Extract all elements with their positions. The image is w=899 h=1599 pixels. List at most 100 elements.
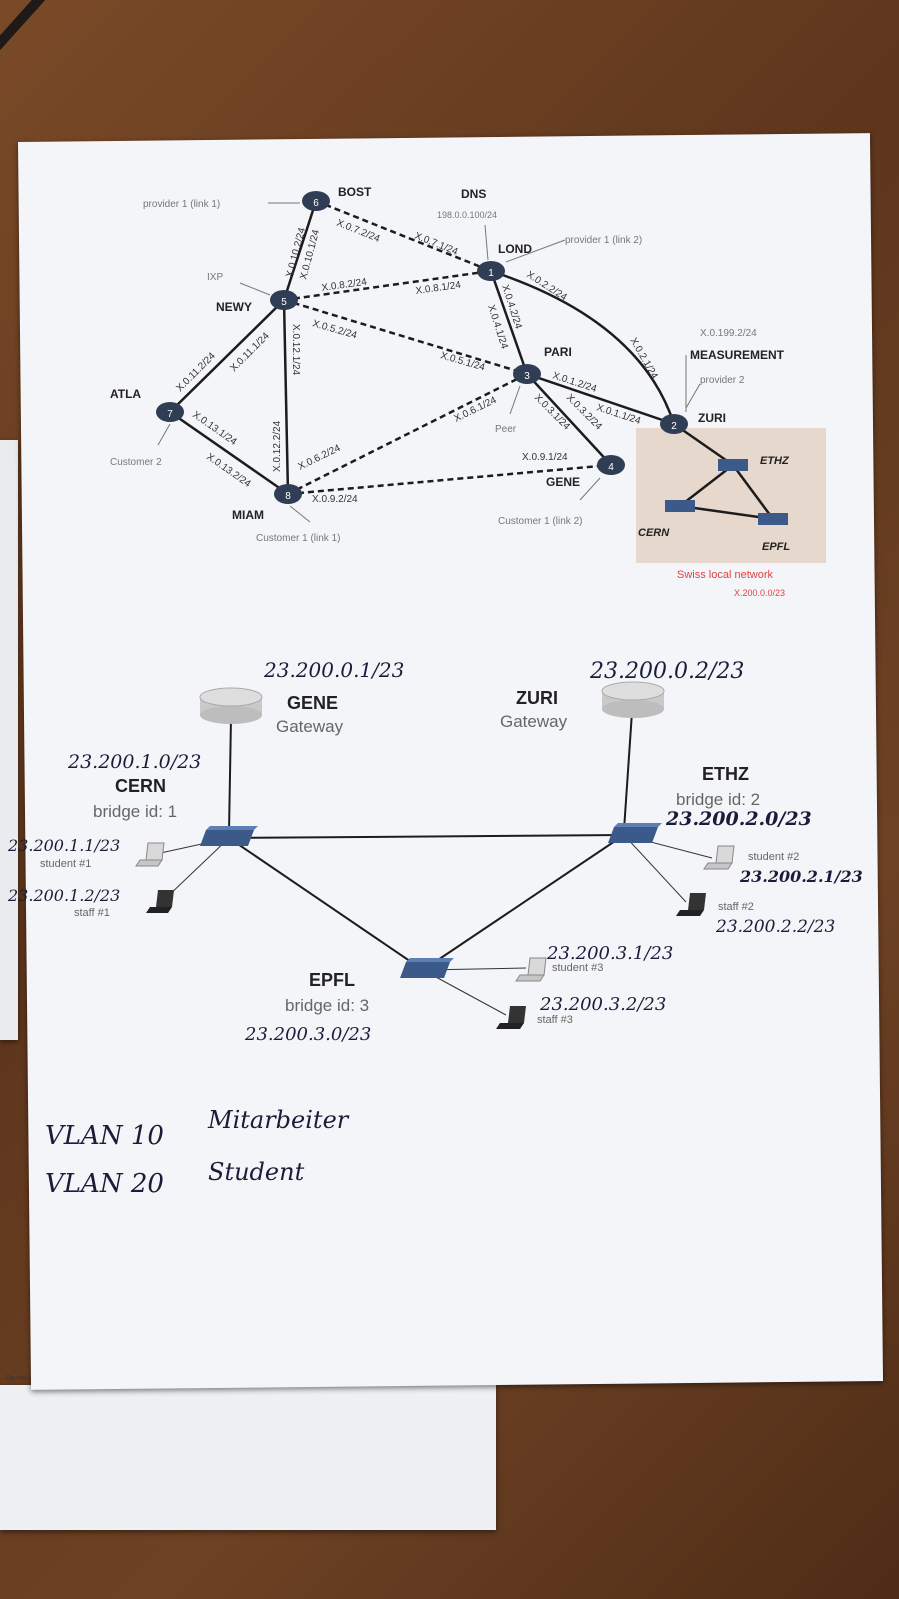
label-zuri: ZURI: [698, 411, 726, 425]
router-gene: 4: [597, 455, 625, 475]
link-label-l15: X.0.12.1/24: [290, 324, 301, 376]
label-customer1-link2: Customer 1 (link 2): [498, 516, 582, 527]
link-zuri-ethz-bottom: [623, 711, 633, 831]
label-provider1-link2: provider 1 (link 2): [565, 235, 642, 246]
hand-vlan20-note: Student: [208, 1158, 305, 1186]
swiss-network-box: [636, 428, 826, 563]
callout-provider1-link2: [505, 239, 566, 263]
link-newy-lond: [283, 269, 492, 302]
svg-text:4: 4: [608, 462, 614, 473]
svg-text:7: 7: [167, 409, 173, 420]
hand-gene-ip: 23.200.0.1/23: [263, 658, 404, 682]
label-provider1-link1: provider 1 (link 1): [143, 199, 220, 210]
link-cern-epfl: [679, 504, 774, 521]
callout-customer1-link1: [289, 505, 311, 523]
link-newy-miam: [282, 299, 290, 495]
label-dns: DNS: [461, 187, 486, 201]
label-customer1-link1: Customer 1 (link 1): [256, 533, 340, 544]
label-bost: BOST: [338, 185, 372, 199]
label-swiss-network: Swiss local network: [677, 569, 773, 581]
label-staff3: staff #3: [537, 1014, 573, 1026]
router-newy: 5: [270, 290, 298, 310]
svg-text:3: 3: [524, 371, 530, 382]
bottom-label-zuri-role: Gateway: [500, 712, 568, 731]
link-label-l6: X.0.8.1/24: [415, 280, 462, 297]
callout-dns: [484, 224, 489, 261]
switch-cern-small: [665, 500, 695, 512]
link-miam-pari: [287, 372, 528, 496]
link-label-l14: X.0.11.1/24: [228, 330, 272, 374]
label-lond: LOND: [498, 242, 532, 256]
laptop-staff2: [676, 893, 706, 916]
bridge-epfl: [400, 958, 454, 978]
link-bost-newy: [282, 200, 318, 301]
bottom-label-cern: CERN: [115, 776, 166, 796]
laptop-student2: [703, 845, 735, 870]
link-cern-epfl: [228, 837, 424, 971]
link-cern-ethz: [228, 834, 625, 839]
bridge-ethz: [608, 823, 662, 843]
link-newy-pari: [283, 298, 528, 376]
gateway-router-gene: [199, 687, 263, 724]
laptop-staff3: [496, 1006, 526, 1029]
bottom-label-zuri: ZURI: [516, 688, 558, 708]
router-bost: 6: [302, 191, 330, 211]
label-measurement-ip: X.0.199.2/24: [700, 328, 757, 339]
label-customer2: Customer 2: [110, 457, 162, 468]
label-pari: PARI: [544, 345, 572, 359]
gateway-router-zuri: [601, 681, 665, 718]
hand-epfl-ip: 23.200.3.0/23: [244, 1024, 371, 1045]
link-newy-atla: [169, 299, 285, 413]
paper-edge: [0, 440, 18, 1040]
bottom-label-gene: GENE: [287, 693, 338, 713]
callout-peer: [509, 385, 521, 415]
router-zuri: 2: [660, 414, 688, 434]
label-peer: Peer: [495, 424, 517, 435]
bottom-label-ethz: ETHZ: [702, 764, 749, 784]
label-newy: NEWY: [216, 300, 252, 314]
svg-text:2: 2: [671, 421, 677, 432]
hand-vlan10: VLAN 10: [45, 1121, 164, 1151]
label-measurement: MEASUREMENT: [690, 348, 785, 362]
hand-vlan20: VLAN 20: [45, 1169, 164, 1199]
bottom-label-gene-role: Gateway: [276, 717, 344, 736]
hand-ethz-ip: 23.200.2.0/23: [665, 808, 812, 830]
hand-zuri-ip: 23.200.0.2/23: [589, 659, 744, 684]
hand-student3-ip: 23.200.3.1/23: [546, 943, 673, 964]
router-miam: 8: [274, 484, 302, 504]
link-label-l22: X.0.6.2/24: [296, 443, 342, 473]
bottom-label-ethz-bridge: bridge id: 2: [676, 790, 760, 809]
svg-text:5: 5: [281, 297, 287, 308]
link-pari-zuri: [526, 372, 675, 426]
callout-customer1-link2: [579, 477, 601, 501]
link-cern-staff1: [165, 837, 230, 899]
callout-provider2: [685, 383, 701, 409]
hand-staff3-ip: 23.200.3.2/23: [539, 994, 666, 1015]
laptop-student1: [135, 842, 165, 867]
hand-student2-ip: 23.200.2.1/23: [739, 867, 863, 886]
router-pari: 3: [513, 364, 541, 384]
link-lond-pari: [489, 270, 529, 375]
laptop-staff1: [146, 890, 174, 913]
link-lond-zuri: [490, 269, 676, 425]
link-ethz-epfl: [422, 834, 625, 971]
hand-staff1-ip: 23.200.1.2/23: [7, 886, 120, 905]
link-ethz-epfl: [731, 464, 775, 520]
link-ethz-staff2: [623, 834, 687, 903]
link-label-l26: X.0.9.2/24: [312, 494, 358, 505]
lower-paper: Do not worry about this: [0, 1375, 496, 1530]
label-provider2: provider 2: [700, 375, 745, 386]
label-gene: GENE: [546, 475, 580, 489]
label-epfl: EPFL: [762, 541, 790, 553]
link-label-l24: X.0.13.2/24: [204, 451, 253, 490]
link-pari-gene: [526, 373, 612, 466]
link-gene-cern: [228, 717, 232, 833]
link-miam-gene: [287, 463, 612, 496]
svg-text:8: 8: [285, 491, 291, 502]
hand-cern-ip: 23.200.1.0/23: [67, 751, 201, 773]
label-swiss-ip: X.200.0.0/23: [734, 588, 785, 598]
label-staff2: staff #2: [718, 901, 754, 913]
link-label-l3: X.0.7.2/24: [335, 218, 382, 245]
label-cern: CERN: [638, 527, 670, 539]
